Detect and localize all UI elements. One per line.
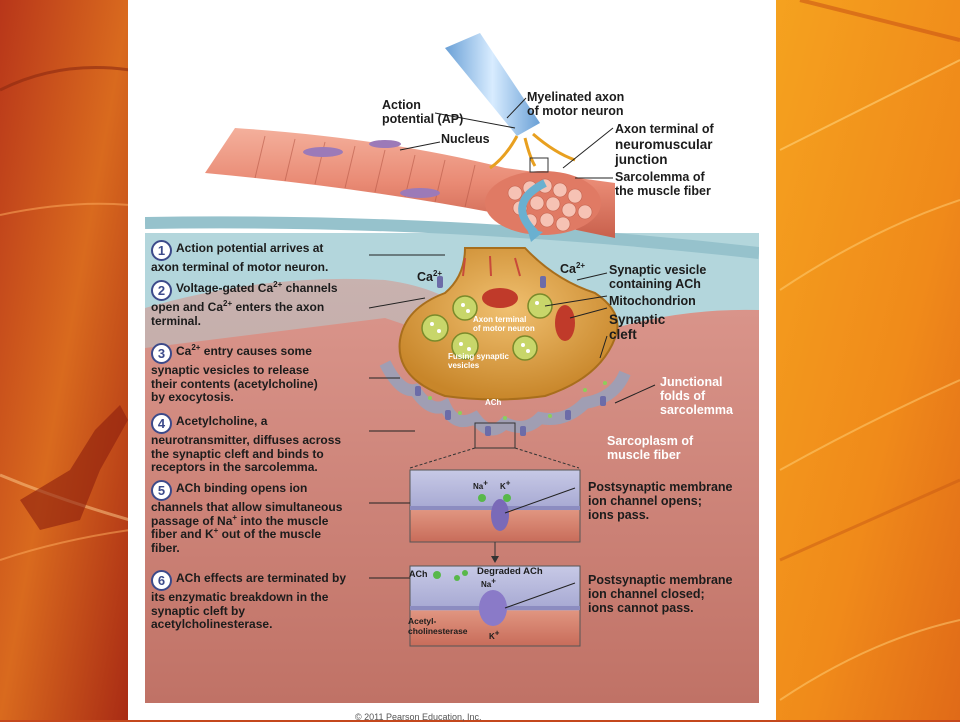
- label-ach: ACh: [485, 398, 502, 407]
- step-number: 2: [151, 280, 172, 301]
- label-na-ion: Na+: [473, 478, 488, 491]
- label-sarcoplasm: Sarcoplasm of muscle fiber: [607, 434, 694, 462]
- label-synaptic-cleft: Synaptic cleft: [609, 312, 666, 342]
- label-synaptic-vesicle: Synaptic vesicle containing ACh: [609, 263, 707, 291]
- step-number: 1: [151, 240, 172, 261]
- label-acetylcholinesterase: Acetyl- cholinesterase: [408, 616, 468, 636]
- label-junctional-folds: Junctional folds of sarcolemma: [660, 375, 733, 417]
- step-text: Acetylcholine, a neurotransmitter, diffu…: [151, 414, 342, 474]
- label-myelinated-axon: Myelinated axon of motor neuron: [527, 90, 625, 118]
- label-k-ion: K+: [500, 478, 511, 491]
- neuromuscular-junction-figure: Action potential (AP) Myelinated axon of…: [145, 18, 759, 703]
- label-ca-left: Ca2+: [417, 268, 443, 284]
- label-action-potential: Action potential (AP): [382, 98, 464, 126]
- label-axon-terminal-inner: Axon terminal of motor neuron: [473, 315, 535, 333]
- axon-terminal: [398, 247, 619, 401]
- step-number: 4: [151, 413, 172, 434]
- label-postsynaptic-open: Postsynaptic membrane ion channel opens;…: [588, 480, 733, 522]
- label-neuromuscular-junction: neuromuscular junction: [615, 137, 713, 167]
- myelinated-axon: [445, 33, 540, 136]
- label-mitochondrion: Mitochondrion: [609, 294, 696, 308]
- step-number: 5: [151, 480, 172, 501]
- label-ca-right: Ca2+: [560, 260, 586, 276]
- diagram-artwork: [145, 18, 759, 703]
- label-ach-lower: ACh: [409, 569, 428, 579]
- step-text: ACh effects are terminated by its enzyma…: [151, 571, 347, 631]
- step-text: Action potential arrives at axon termina…: [151, 241, 329, 274]
- label-degraded-ach: Degraded ACh: [477, 566, 543, 577]
- step-number: 3: [151, 343, 172, 364]
- label-na-lower: Na+: [481, 576, 496, 589]
- label-sarcolemma: Sarcolemma of the muscle fiber: [615, 170, 711, 198]
- step-number: 6: [151, 570, 172, 591]
- label-nucleus: Nucleus: [441, 132, 490, 146]
- label-fusing-vesicles: Fusing synaptic vesicles: [448, 352, 509, 370]
- label-postsynaptic-closed: Postsynaptic membrane ion channel closed…: [588, 573, 733, 615]
- label-k-lower: K+: [489, 628, 500, 641]
- copyright-credit: © 2011 Pearson Education, Inc.: [355, 712, 482, 722]
- label-axon-terminal-of: Axon terminal of: [615, 122, 714, 136]
